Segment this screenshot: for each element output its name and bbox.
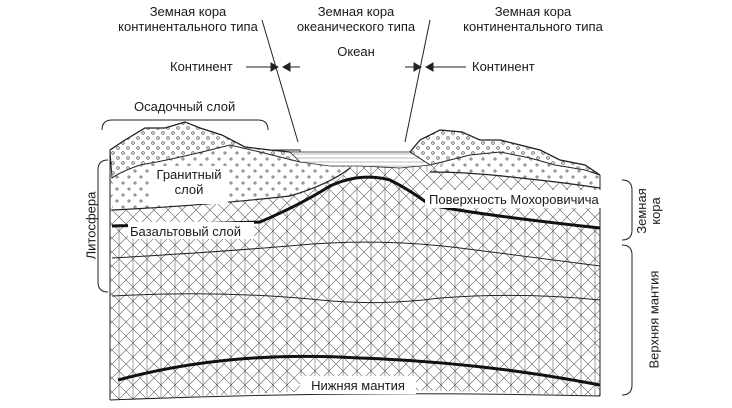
label-basalt-layer: Базальтовый слой — [130, 224, 242, 239]
lower-mantle-boundary — [117, 354, 601, 387]
heading-line-2: континентального типа — [118, 19, 258, 34]
mantle-layer-line-1 — [111, 241, 601, 267]
boundary-lines — [261, 19, 431, 143]
label-lithosphere: Литосфера — [83, 191, 99, 260]
heading-oceanic-crust: Земная кора океанического типа — [276, 4, 436, 34]
label-continent-left: Континент — [170, 59, 233, 74]
label-ocean: Океан — [337, 44, 375, 59]
mantle-layer-line-2 — [111, 293, 601, 304]
cross-section-block — [109, 121, 601, 401]
left-boundary-line — [261, 19, 299, 143]
earth-crust-bracket — [621, 179, 633, 241]
label-granite-layer: Гранитный слой — [150, 167, 228, 197]
label-moho: Поверхность Мохоровичича — [429, 192, 599, 207]
right-boundary-line — [404, 19, 431, 143]
granite-basalt-boundary — [111, 167, 601, 211]
earth-crust-line-1: Земная — [634, 188, 649, 234]
earth-crust-line-2: кора — [648, 197, 663, 225]
continent-arrows — [246, 62, 466, 72]
heading-continental-crust-left: Земная кора континентального типа — [98, 4, 278, 34]
heading-line-1: Земная кора — [317, 4, 395, 19]
granite-line-2: слой — [174, 182, 204, 197]
brackets — [97, 119, 633, 396]
label-upper-mantle: Верхняя мантия — [646, 270, 662, 369]
heading-line-2: континентального типа — [463, 19, 603, 34]
heading-line-1: Земная кора — [149, 4, 227, 19]
sedimentary-bracket — [101, 119, 269, 131]
heading-line-1: Земная кора — [494, 4, 572, 19]
label-earth-crust: Земная кора — [634, 181, 665, 241]
upper-mantle-bracket — [621, 244, 633, 396]
granite-line-1: Гранитный — [156, 167, 222, 182]
lithosphere-bracket — [97, 159, 109, 293]
heading-continental-crust-right: Земная кора континентального типа — [443, 4, 623, 34]
label-sedimentary-layer: Осадочный слой — [134, 99, 236, 114]
label-lower-mantle: Нижняя мантия — [311, 378, 405, 393]
label-continent-right: Континент — [472, 59, 535, 74]
block-outline — [109, 150, 601, 401]
heading-line-2: океанического типа — [296, 19, 416, 34]
